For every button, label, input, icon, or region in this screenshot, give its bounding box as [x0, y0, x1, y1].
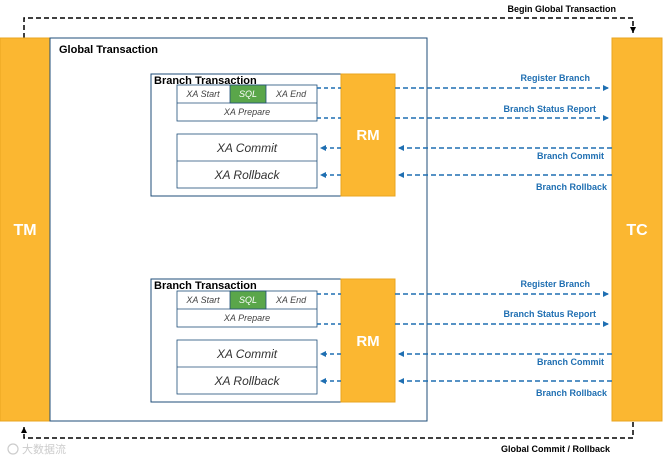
sql-step: SQL [239, 295, 257, 305]
xa-commit-step: XA Commit [216, 347, 278, 361]
xa-end-step: XA End [275, 89, 307, 99]
global-transaction-frame: Global Transaction [49, 37, 428, 422]
branch-transaction-2: Branch Transaction XA Start SQL XA End X… [150, 278, 612, 403]
branch-rollback-label: Branch Rollback [536, 182, 608, 192]
register-branch-label: Register Branch [520, 73, 590, 83]
branch-status-report-label: Branch Status Report [503, 104, 596, 114]
xa-rollback-step: XA Rollback [214, 374, 281, 388]
watermark: 大数据流 [7, 442, 66, 456]
xa-prepare-step: XA Prepare [223, 107, 270, 117]
branch-rollback-label: Branch Rollback [536, 388, 608, 398]
tc-label: TC [626, 222, 648, 239]
xa-start-step: XA Start [185, 89, 220, 99]
global-commit-rollback-flow: Global Commit / Rollback [21, 422, 634, 454]
begin-global-transaction-label: Begin Global Transaction [507, 4, 616, 14]
sql-step: SQL [239, 89, 257, 99]
begin-global-transaction-flow: Begin Global Transaction [23, 4, 636, 38]
xa-start-step: XA Start [185, 295, 220, 305]
branch-commit-label: Branch Commit [537, 357, 604, 367]
xa-end-step: XA End [275, 295, 307, 305]
global-transaction-title: Global Transaction [59, 44, 158, 56]
branch-title: Branch Transaction [154, 280, 257, 292]
branch-title: Branch Transaction [154, 75, 257, 87]
tm-block: TM [0, 37, 51, 422]
tm-label: TM [13, 222, 36, 239]
tc-block: TC [611, 37, 663, 422]
watermark-text: 大数据流 [22, 442, 66, 456]
xa-prepare-step: XA Prepare [223, 313, 270, 323]
global-commit-rollback-label: Global Commit / Rollback [501, 444, 611, 454]
rm-label: RM [356, 127, 379, 144]
register-branch-label: Register Branch [520, 279, 590, 289]
branch-commit-label: Branch Commit [537, 151, 604, 161]
xa-rollback-step: XA Rollback [214, 168, 281, 182]
xa-commit-step: XA Commit [216, 141, 278, 155]
rm-label: RM [356, 333, 379, 350]
branch-status-report-label: Branch Status Report [503, 309, 596, 319]
branch-transaction-1: Branch Transaction XA Start SQL XA End X… [150, 73, 612, 197]
